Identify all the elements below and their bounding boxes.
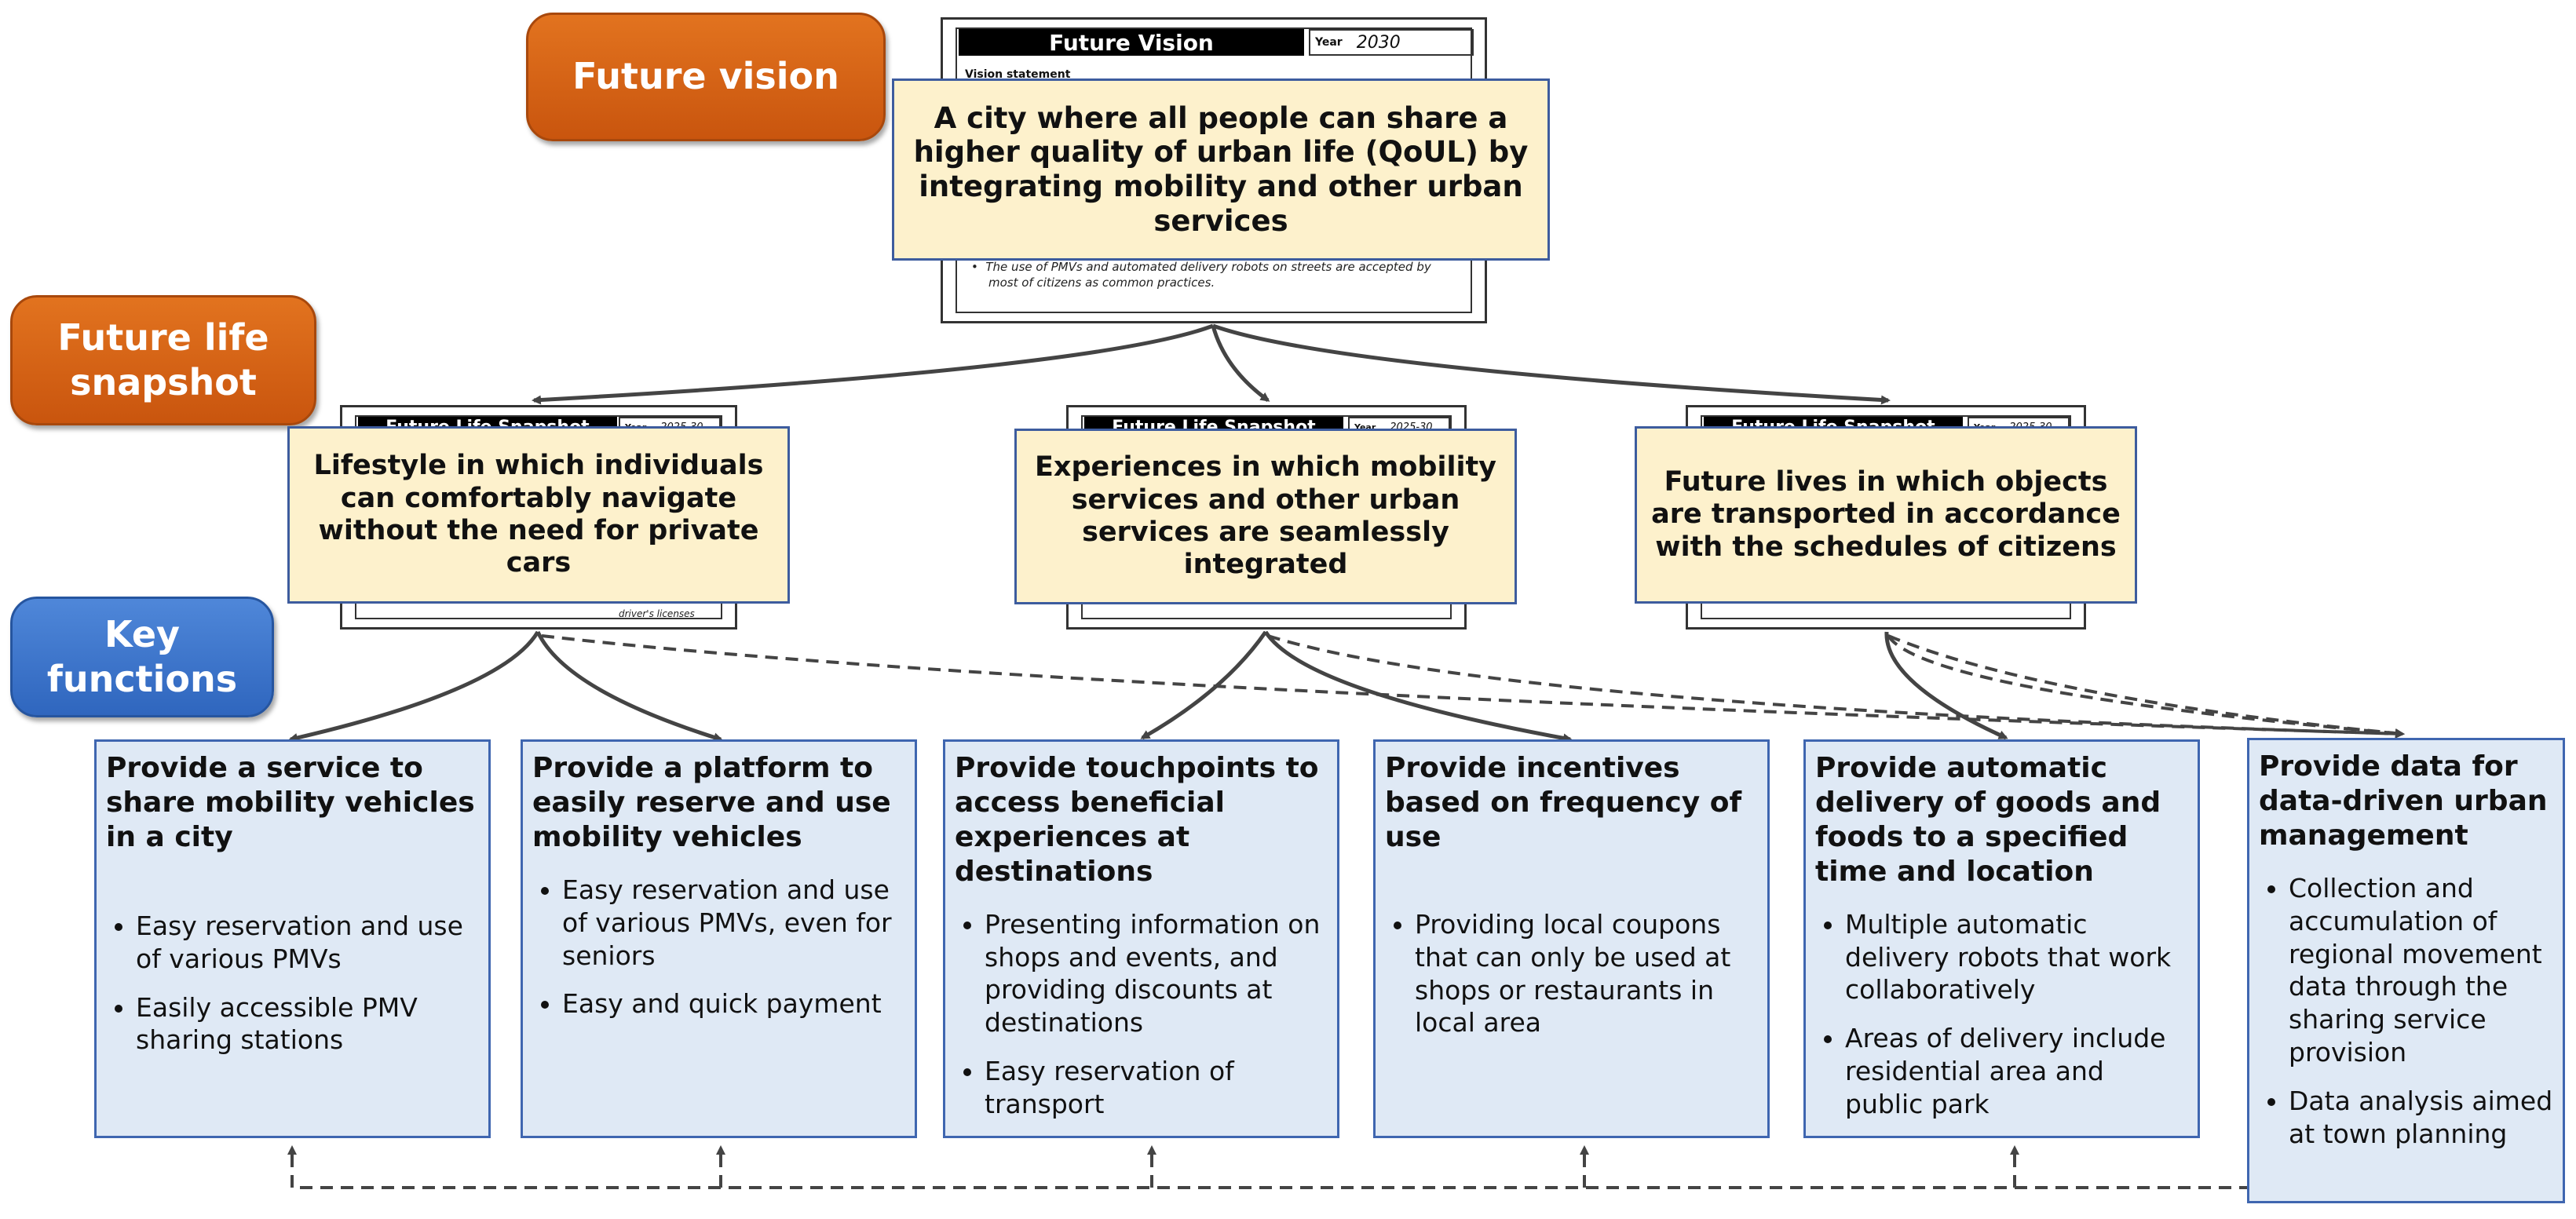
function-bullet: Easy reservation of transport — [985, 1055, 1328, 1121]
arrow-snapshot3-to-function5 — [1884, 631, 2008, 740]
future-life-snapshot-label: Future life snapshot — [10, 295, 316, 425]
document-header: Future Vision — [959, 29, 1304, 56]
arrow-snapshot1-to-function1 — [288, 630, 540, 743]
function-bullet: Multiple automatic delivery robots that … — [1845, 908, 2188, 1007]
function-bullets-4: Providing local coupons that can only be… — [1385, 908, 1758, 1040]
bullet-dot: • — [971, 260, 986, 274]
function-bullet: Collection and accumulation of regional … — [2289, 872, 2553, 1069]
snapshot-text-3: Future lives in which objects are transp… — [1651, 466, 2121, 563]
year-label: Year — [1315, 36, 1343, 49]
function-bullets-2: Easy reservation and use of various PMVs… — [532, 874, 905, 1021]
future-vision-label: Future vision — [526, 13, 886, 141]
function-box-4: Provide incentives based on frequency of… — [1373, 739, 1770, 1138]
document-year: Year 2030 — [1309, 29, 1474, 56]
snapshot-footnote: driver's licenses — [619, 608, 695, 619]
dashed-snapshot3-to-function6a — [1887, 634, 2405, 739]
dashed-snapshot1-to-function6 — [541, 634, 2405, 739]
function-box-1: Provide a service to share mobility vehi… — [94, 739, 491, 1138]
future-life-snapshot-label-text: Future life snapshot — [57, 316, 269, 404]
vision-doc-line-2: most of citizens as common practices. — [988, 275, 1215, 290]
function-bullet: Data analysis aimed at town planning — [2289, 1085, 2553, 1151]
vision-doc-bullet: • The use of PMVs and automated delivery… — [971, 260, 1458, 290]
snapshot-text-2: Experiences in which mobility services a… — [1035, 451, 1496, 581]
vision-doc-line-1: The use of PMVs and automated delivery r… — [985, 260, 1431, 274]
arrow-snapshot2-to-function4 — [1263, 630, 1573, 743]
function-bullet: Presenting information on shops and even… — [985, 908, 1328, 1040]
snapshot-box-2: Experiences in which mobility services a… — [1014, 429, 1517, 604]
snapshot-box-1: Lifestyle in which individuals can comfo… — [287, 426, 790, 604]
function-title-5: Provide automatic delivery of goods and … — [1815, 752, 2161, 888]
function-bullet: Areas of delivery include residential ar… — [1845, 1022, 2188, 1121]
function-title-4: Provide incentives based on frequency of… — [1385, 752, 1742, 853]
function-bullet: Providing local coupons that can only be… — [1415, 908, 1758, 1040]
function-box-3: Provide touchpoints to access beneficial… — [943, 739, 1339, 1138]
arrow-vision-to-snapshot-3 — [1212, 323, 1891, 405]
function-bullet: Easy reservation and use of various PMVs — [136, 910, 479, 976]
function-title-1: Provide a service to share mobility vehi… — [106, 752, 475, 853]
key-functions-label-text: Key functions — [46, 612, 238, 701]
arrow-vision-to-snapshot-1 — [532, 323, 1214, 405]
function-bullets-5: Multiple automatic delivery robots that … — [1815, 908, 2188, 1121]
function-title-3: Provide touchpoints to access beneficial… — [955, 752, 1319, 888]
snapshot-box-3: Future lives in which objects are transp… — [1635, 426, 2137, 604]
arrow-snapshot1-to-function2 — [535, 630, 723, 743]
function-bullet: Easy reservation and use of various PMVs… — [562, 874, 905, 973]
function-bullets-6: Collection and accumulation of regional … — [2259, 872, 2553, 1151]
function-box-2: Provide a platform to easily reserve and… — [521, 739, 917, 1138]
function-bullets-3: Presenting information on shops and even… — [955, 908, 1328, 1121]
future-vision-label-text: Future vision — [572, 55, 839, 98]
vision-statement-box: A city where all people can share a high… — [892, 78, 1550, 261]
function-title-6: Provide data for data-driven urban manag… — [2259, 750, 2548, 852]
vision-statement-text: A city where all people can share a high… — [913, 100, 1529, 238]
snapshot-text-1: Lifestyle in which individuals can comfo… — [313, 450, 764, 579]
dashed-snapshot3-to-function6b — [1887, 634, 2405, 739]
function-title-2: Provide a platform to easily reserve and… — [532, 752, 891, 853]
arrow-snapshot2-to-function3 — [1140, 630, 1268, 740]
year-value: 2030 — [1356, 32, 1401, 53]
function-bullet: Easy and quick payment — [562, 987, 905, 1020]
function-bullets-1: Easy reservation and use of various PMVs… — [106, 910, 479, 1057]
function-box-5: Provide automatic delivery of goods and … — [1803, 739, 2200, 1138]
arrow-vision-to-snapshot-2 — [1211, 325, 1270, 403]
key-functions-label: Key functions — [10, 597, 274, 717]
dashed-snapshot2-to-function6 — [1267, 634, 2405, 739]
function-bullet: Easily accessible PMV sharing stations — [136, 991, 479, 1057]
vision-statement-label: Vision statement — [965, 68, 1071, 81]
function-box-6: Provide data for data-driven urban manag… — [2247, 738, 2565, 1203]
